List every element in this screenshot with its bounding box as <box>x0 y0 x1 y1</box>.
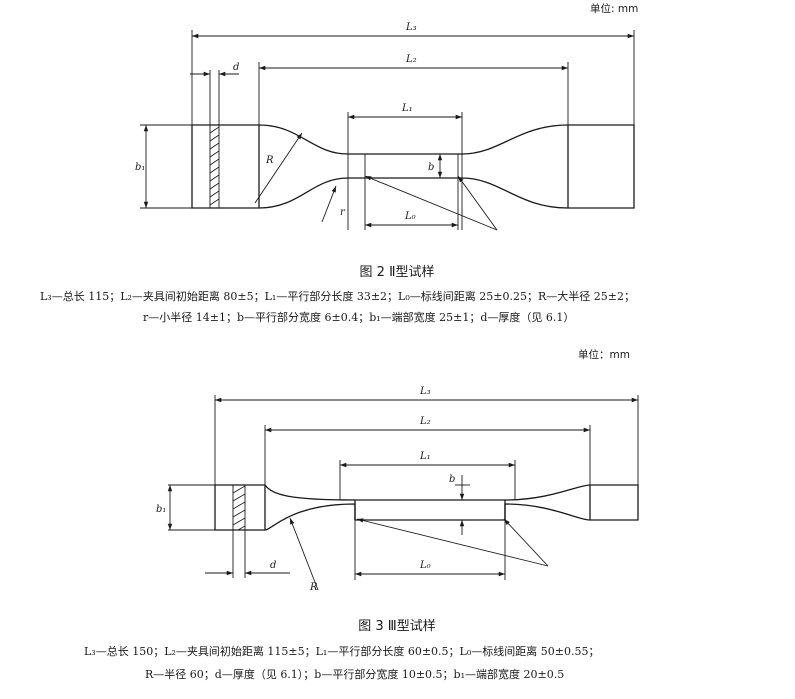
fig2-R-label: R <box>265 155 274 166</box>
fig3-gauge-mark-leader-right <box>503 518 549 567</box>
fig3-thickness-hatch <box>232 484 246 531</box>
fig2-L2-label: L₂ <box>405 54 417 65</box>
fig2-thickness-hatch <box>209 124 220 209</box>
fig2-legend-line-2: r—小半径 14±1；b—平行部分宽度 6±0.4；b₁—端部宽度 25±1；d… <box>143 310 574 324</box>
fig2-legend-line-1: L₃—总长 115；L₂—夹具间初始距离 80±5；L₁—平行部分长度 33±2… <box>40 289 635 303</box>
fig3-legend-line-2: R—半径 60；d—厚度（见 6.1）；b—平行部分宽度 10±0.5；b₁—端… <box>145 667 564 681</box>
fig3-specimen-outline <box>214 484 639 531</box>
fig2-gauge-mark-leader-left <box>364 175 498 231</box>
fig3-extension-lines <box>168 395 639 580</box>
fig2-extension-lines <box>140 30 635 230</box>
fig2-r-leader <box>321 185 337 223</box>
fig2-b-label: b <box>428 162 434 173</box>
fig3-R-label: R <box>309 582 318 593</box>
fig2-r-label: r <box>340 207 346 218</box>
fig3-caption: 图 3 Ⅲ型试样 <box>358 619 436 634</box>
fig2-unit-label: 单位: mm <box>590 2 638 15</box>
fig2-R-leader <box>254 132 303 204</box>
fig3-L2-label: L₂ <box>419 416 431 427</box>
fig3-d-label: d <box>270 560 276 571</box>
fig2-d-label: d <box>233 62 239 73</box>
fig3-L0-label: L₀ <box>419 560 431 571</box>
fig3-b-label: b <box>449 474 455 485</box>
fig3-L3-label: L₃ <box>419 386 431 397</box>
fig3-legend-line-1: L₃—总长 150；L₂—夹具间初始距离 115±5；L₁—平行部分长度 60±… <box>84 644 599 658</box>
fig3-unit-label: 单位：mm <box>578 348 630 361</box>
fig2-gauge-mark-leader-right <box>457 175 498 231</box>
fig2-b1-label: b₁ <box>135 162 145 173</box>
fig3-b1-label: b₁ <box>156 504 166 515</box>
fig2-caption: 图 2 Ⅱ型试样 <box>360 265 435 280</box>
fig3-L1-label: L₁ <box>419 451 431 462</box>
figure-2: 单位: mm <box>40 2 638 324</box>
fig2-L0-label: L₀ <box>404 211 416 222</box>
fig3-gauge-mark-leader-left <box>356 518 549 567</box>
fig3-R-leader <box>289 517 319 591</box>
figure-3: 单位：mm <box>84 348 639 681</box>
fig2-L3-label: L₃ <box>405 22 417 33</box>
fig2-L1-label: L₁ <box>401 103 413 114</box>
fig2-specimen-outline <box>191 124 635 209</box>
